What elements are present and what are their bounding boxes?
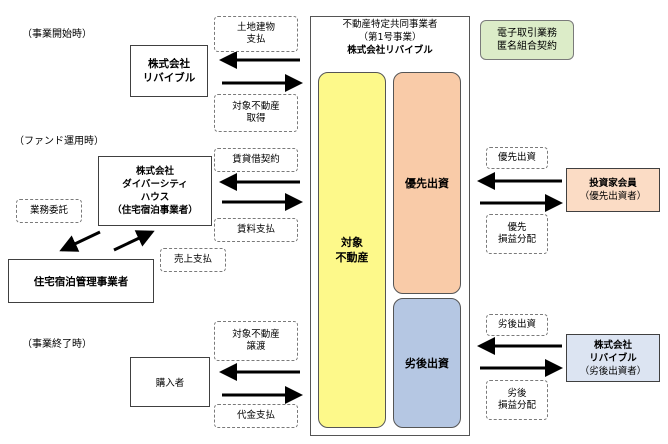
sales-payment-text: 売上支払 [173,254,212,265]
lodging-manager-label: 住宅宿泊管理事業者 [33,275,129,288]
target-property-line1: 対象 [341,236,363,249]
business-outsourcing-label: 業務委託 [16,199,82,223]
property-acquire-line2: 取得 [246,113,266,124]
subordinate-distribution-line2: 損益分配 [497,400,536,411]
badge-line2: 匿名組合契約 [497,41,557,52]
lodging-manager-box: 住宅宿泊管理事業者 [8,259,154,303]
target-property-line2: 不動産 [335,251,369,264]
operator-title-line3: 株式会社リバイブル [347,45,433,56]
subordinate-capital-pill: 劣後出資 [393,298,461,428]
buyer-label: 購入者 [155,378,185,389]
preferred-distribution-label: 優先 損益分配 [486,214,548,254]
investor-preferred-line1: 投資家会員 [589,178,637,189]
diversity-line3: ハウス [140,192,170,203]
badge-line1: 電子取引業務 [497,28,557,39]
subordinate-capital-text: 劣後出資 [405,356,449,370]
phase-operation-label: （ファンド運用時） [14,136,104,147]
target-property-pill: 対象 不動産 [318,72,386,428]
land-payment-line2: 支払 [246,34,266,45]
investor-preferred-line2: （優先出資者） [579,191,647,202]
revival-top-box: 株式会社 リバイブル [130,45,208,97]
property-acquire-line1: 対象不動産 [232,101,280,112]
operator-title-line2: （第1号事業） [358,32,422,43]
preferred-investment-label: 優先出資 [486,147,548,169]
operator-title: 不動産特定共同事業者 （第1号事業） 株式会社リバイブル [310,18,470,66]
property-acquire-label: 対象不動産 取得 [214,94,298,132]
arrow-to-diversity-diag [113,230,155,252]
revival-sub-line3: （劣後出資者） [579,365,647,377]
subordinate-investment-label: 劣後出資 [486,314,548,336]
lease-contract-text: 賃貸借契約 [232,154,280,165]
phase-start-label: （事業開始時） [22,29,92,40]
property-transfer-line2: 譲渡 [246,341,266,352]
rent-payment-text: 賃料支払 [236,224,275,235]
preferred-capital-pill: 優先出資 [393,72,461,294]
preferred-capital-text: 優先出資 [405,176,449,190]
price-payment-text: 代金支払 [236,410,275,421]
land-payment-line1: 土地建物 [236,22,275,33]
price-payment-label: 代金支払 [214,404,298,428]
revival-subordinate-box: 株式会社 リバイブル （劣後出資者） [566,334,660,382]
revival-top-line1: 株式会社 [148,58,190,70]
investor-preferred-box: 投資家会員 （優先出資者） [566,168,660,212]
business-outsourcing-text: 業務委託 [29,205,68,216]
property-transfer-label: 対象不動産 譲渡 [214,321,298,361]
rent-payment-label: 賃料支払 [214,218,298,242]
revival-top-line2: リバイブル [142,72,196,84]
revival-sub-line1: 株式会社 [593,339,632,351]
diversity-line2: ダイバーシティ [122,179,188,190]
property-transfer-line1: 対象不動産 [232,329,280,340]
sales-payment-label: 売上支払 [160,248,226,272]
revival-sub-line2: リバイブル [589,352,637,364]
anonymous-partnership-badge: 電子取引業務 匿名組合契約 [480,20,574,60]
operator-title-line1: 不動産特定共同事業者 [342,19,438,30]
lease-contract-label: 賃貸借契約 [214,148,298,172]
diversity-line1: 株式会社 [135,166,174,177]
preferred-distribution-line2: 損益分配 [497,234,536,245]
preferred-distribution-line1: 優先 [507,222,527,233]
buyer-box: 購入者 [130,357,210,407]
subordinate-investment-text: 劣後出資 [497,319,536,330]
diversity-house-box: 株式会社 ダイバーシティ ハウス （住宅宿泊事業者） [98,156,212,226]
subordinate-distribution-line1: 劣後 [507,388,527,399]
land-payment-label: 土地建物 支払 [214,16,298,52]
diversity-line4: （住宅宿泊事業者） [112,205,198,216]
preferred-investment-text: 優先出資 [497,152,536,163]
phase-end-label: （事業終了時） [22,339,92,350]
subordinate-distribution-label: 劣後 損益分配 [486,380,548,420]
arrow-to-manager [59,230,101,252]
